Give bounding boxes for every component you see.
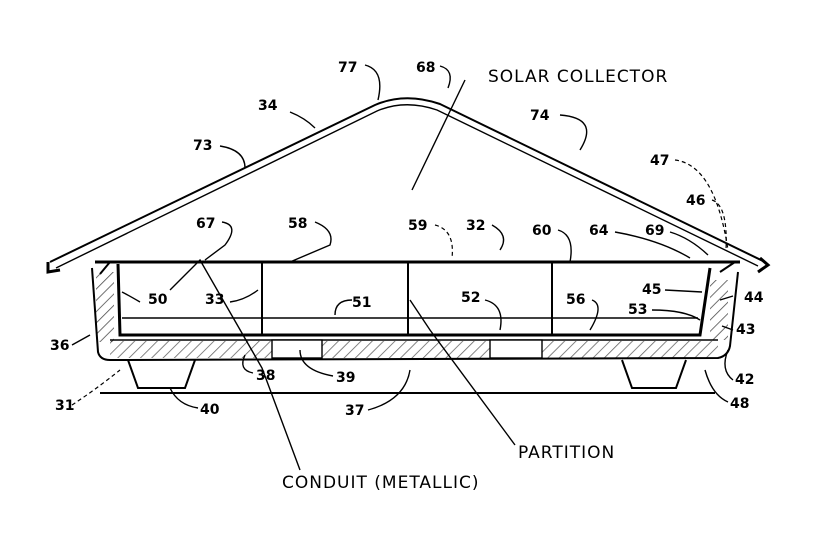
ref-53: 53	[628, 302, 647, 318]
ref-38: 38	[256, 368, 275, 384]
ref-56: 56	[566, 292, 585, 308]
ref-48: 48	[730, 396, 749, 412]
solar-collector-cover	[48, 98, 768, 272]
insulation-band	[110, 341, 718, 358]
ref-50: 50	[148, 292, 168, 308]
ref-64: 64	[589, 223, 609, 239]
ref-77: 77	[338, 60, 357, 76]
ref-68: 68	[416, 60, 435, 76]
ref-46: 46	[686, 193, 705, 209]
ref-44: 44	[744, 290, 764, 306]
solar-collector-label: SOLAR COLLECTOR	[488, 67, 668, 87]
insulation-right-wall	[710, 280, 728, 340]
ref-36: 36	[50, 338, 69, 354]
ref-67: 67	[196, 216, 215, 232]
ref-42: 42	[735, 372, 754, 388]
base	[100, 360, 715, 393]
partition-label: PARTITION	[518, 443, 615, 463]
ref-47: 47	[650, 153, 669, 169]
insulation-left-wall	[96, 272, 114, 342]
ref-43: 43	[736, 322, 755, 338]
ref-60: 60	[532, 223, 552, 239]
ref-40: 40	[200, 402, 220, 418]
ref-45: 45	[642, 282, 661, 298]
conduit-block	[490, 340, 542, 358]
ref-58: 58	[288, 216, 307, 232]
ref-73: 73	[193, 138, 212, 154]
ref-39: 39	[336, 370, 355, 386]
ref-37: 37	[345, 403, 364, 419]
leader-lines	[72, 65, 733, 470]
ref-74: 74	[530, 108, 550, 124]
ref-33: 33	[205, 292, 224, 308]
ref-52: 52	[461, 290, 480, 306]
ref-32: 32	[466, 218, 485, 234]
conduit-block	[272, 340, 322, 358]
reference-numerals: 77 68 34 74 73 47 46 67 58 59 32 60 64 6…	[50, 60, 764, 419]
ref-69: 69	[645, 223, 664, 239]
conduit-label: CONDUIT (METALLIC)	[282, 473, 480, 493]
ref-51: 51	[352, 295, 371, 311]
ref-34: 34	[258, 98, 278, 114]
ref-59: 59	[408, 218, 427, 234]
ref-31: 31	[55, 398, 74, 414]
